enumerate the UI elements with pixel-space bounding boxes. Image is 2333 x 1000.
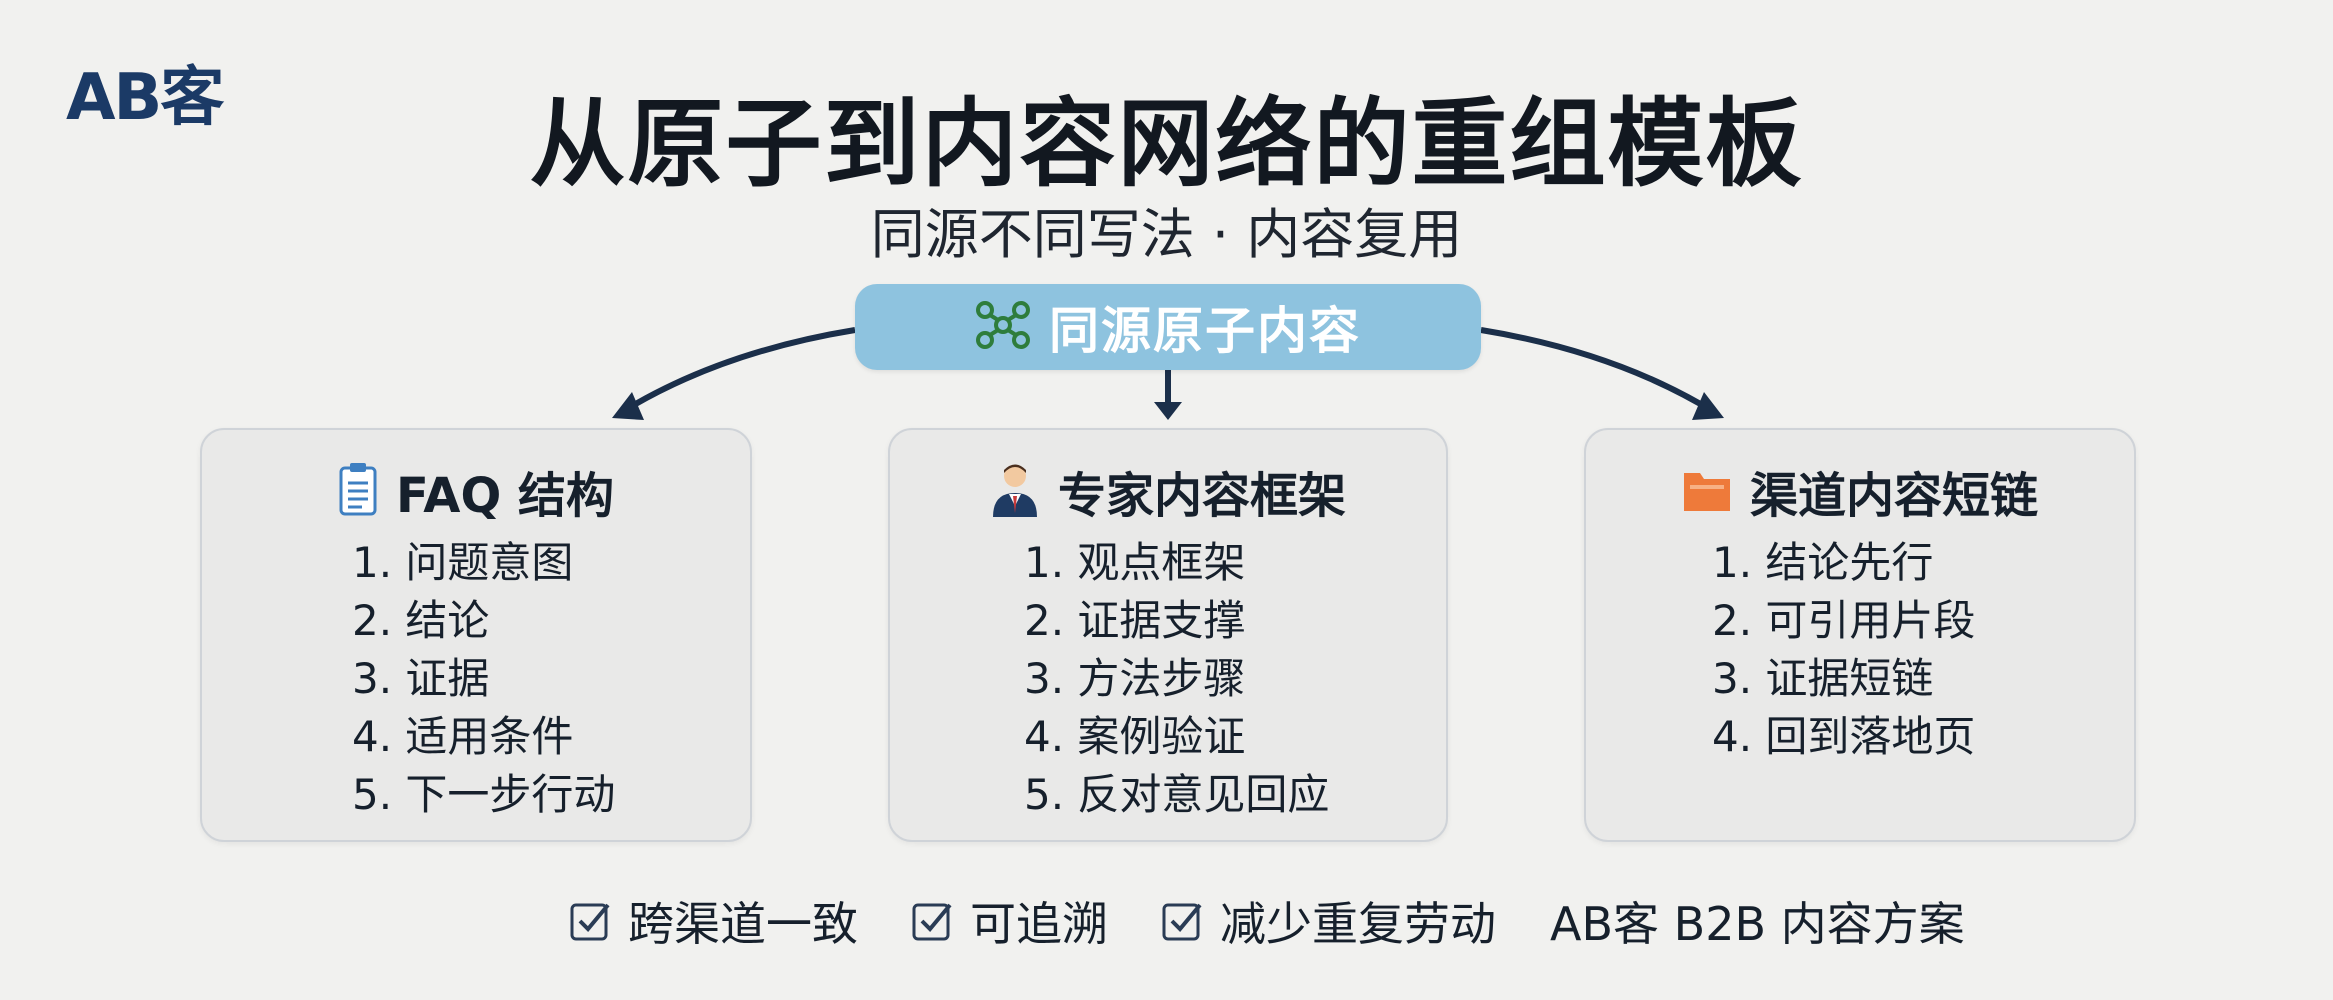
check-item: 跨渠道一致 <box>570 888 858 954</box>
arrow-right <box>1480 327 1716 415</box>
card-list: 1. 结论先行 2. 可引用片段 3. 证据短链 4. 回到落地页 <box>1712 534 1975 766</box>
page-title: 从原子到内容网络的重组模板 <box>529 88 1804 200</box>
check-label: 减少重复劳动 <box>1220 897 1496 951</box>
list-item: 1. 结论先行 <box>1712 538 1934 587</box>
card-expert: 专家内容框架 1. 观点框架 2. 证据支撑 3. 方法步骤 4. 案例验证 5… <box>888 428 1448 842</box>
checkbox-icon <box>570 903 610 941</box>
arrow-left-head <box>612 392 644 420</box>
check-label: 跨渠道一致 <box>628 897 858 951</box>
network-nodes-icon <box>975 300 1031 354</box>
card-list: 1. 问题意图 2. 结论 3. 证据 4. 适用条件 5. 下一步行动 <box>352 534 615 824</box>
card-list: 1. 观点框架 2. 证据支撑 3. 方法步骤 4. 案例验证 5. 反对意见回… <box>1024 534 1329 824</box>
card-title: FAQ 结构 <box>396 468 614 524</box>
list-item: 4. 案例验证 <box>1024 712 1246 761</box>
list-item: 3. 方法步骤 <box>1024 654 1246 703</box>
arrow-left <box>620 327 856 415</box>
card-header: 渠道内容短链 <box>1586 456 2134 526</box>
footer-brand: AB客 B2B 内容方案 <box>1550 897 1965 951</box>
list-item: 4. 适用条件 <box>352 712 574 761</box>
card-title: 渠道内容短链 <box>1749 468 2038 524</box>
check-item: 可追溯 <box>912 888 1108 954</box>
card-header: 专家内容框架 <box>890 456 1446 526</box>
check-label: 可追溯 <box>970 897 1108 951</box>
expert-person-icon <box>990 461 1040 521</box>
list-item: 2. 可引用片段 <box>1712 596 1976 645</box>
brand-logo: AB客 <box>66 61 224 135</box>
list-item: 2. 证据支撑 <box>1024 596 1246 645</box>
card-title: 专家内容框架 <box>1057 468 1346 524</box>
checkbox-icon <box>1162 903 1202 941</box>
check-item: 减少重复劳动 <box>1162 888 1496 954</box>
card-faq: FAQ 结构 1. 问题意图 2. 结论 3. 证据 4. 适用条件 5. 下一… <box>200 428 752 842</box>
checkbox-icon <box>912 903 952 941</box>
page-subtitle: 同源不同写法 · 内容复用 <box>870 203 1463 266</box>
list-item: 1. 问题意图 <box>352 538 574 587</box>
clipboard-icon <box>338 461 378 521</box>
footer-bar: 跨渠道一致 可追溯 减少重复劳动 AB客 B2B 内容方案 <box>570 888 1965 954</box>
list-item: 2. 结论 <box>352 596 490 645</box>
arrow-right-head <box>1692 392 1724 420</box>
list-item: 5. 反对意见回应 <box>1024 770 1330 819</box>
list-item: 3. 证据短链 <box>1712 654 1934 703</box>
card-header: FAQ 结构 <box>202 456 750 526</box>
folder-icon <box>1682 465 1732 517</box>
list-item: 3. 证据 <box>352 654 490 703</box>
source-label: 同源原子内容 <box>1049 302 1361 360</box>
list-item: 4. 回到落地页 <box>1712 712 1976 761</box>
card-channel: 渠道内容短链 1. 结论先行 2. 可引用片段 3. 证据短链 4. 回到落地页 <box>1584 428 2136 842</box>
list-item: 1. 观点框架 <box>1024 538 1246 587</box>
arrow-middle-head <box>1154 402 1182 420</box>
list-item: 5. 下一步行动 <box>352 770 616 819</box>
source-atom-pill: 同源原子内容 <box>855 284 1481 370</box>
